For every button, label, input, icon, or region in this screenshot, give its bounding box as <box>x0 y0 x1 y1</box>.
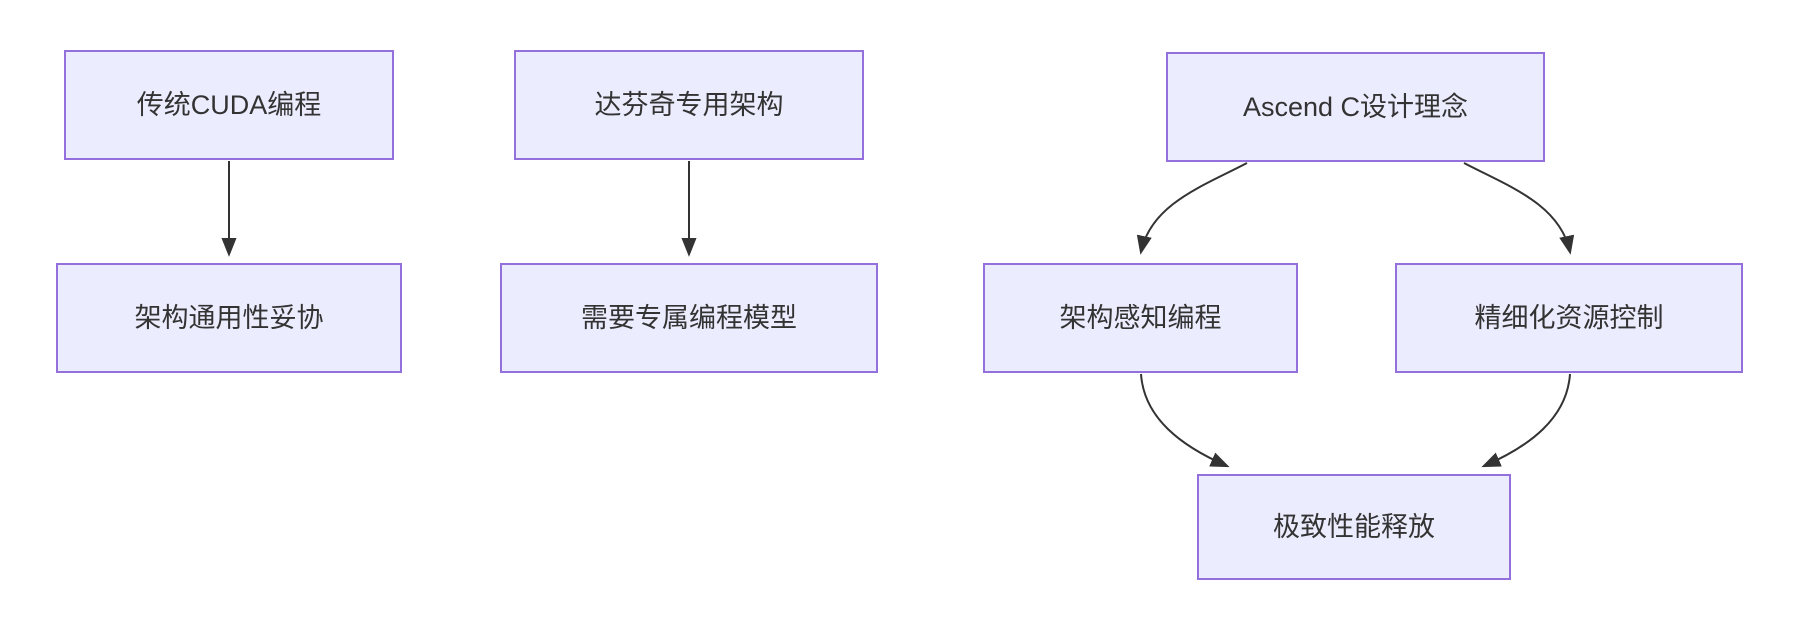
node-architecture-aware-programming: 架构感知编程 <box>983 263 1298 373</box>
node-architecture-aware-programming-label: 架构感知编程 <box>1059 302 1222 333</box>
node-ascend-c-philosophy: Ascend C设计理念 <box>1166 52 1545 162</box>
node-davinci-architecture-label: 达芬奇专用架构 <box>594 89 784 120</box>
node-traditional-cuda-label: 传统CUDA编程 <box>136 89 322 120</box>
node-ascend-c-philosophy-label: Ascend C设计理念 <box>1242 91 1469 122</box>
edge-ascend-to-resource-arrow <box>1463 162 1575 255</box>
node-generality-compromise-label: 架构通用性妥协 <box>134 302 324 333</box>
edge-ascend-to-archaware-arrow <box>1136 162 1248 255</box>
node-peak-performance-release-label: 极致性能释放 <box>1273 511 1435 542</box>
node-dedicated-programming-model-label: 需要专属编程模型 <box>581 302 797 333</box>
edge-resource-to-performance-arrow <box>1481 373 1571 468</box>
node-peak-performance-release: 极致性能释放 <box>1197 474 1511 580</box>
node-fine-grained-resource-control-label: 精细化资源控制 <box>1474 302 1664 333</box>
node-generality-compromise: 架构通用性妥协 <box>56 263 402 373</box>
node-traditional-cuda: 传统CUDA编程 <box>64 50 394 160</box>
node-davinci-architecture: 达芬奇专用架构 <box>514 50 864 160</box>
edge-archaware-to-performance-arrow <box>1140 373 1230 468</box>
node-fine-grained-resource-control: 精细化资源控制 <box>1395 263 1743 373</box>
node-dedicated-programming-model: 需要专属编程模型 <box>500 263 878 373</box>
